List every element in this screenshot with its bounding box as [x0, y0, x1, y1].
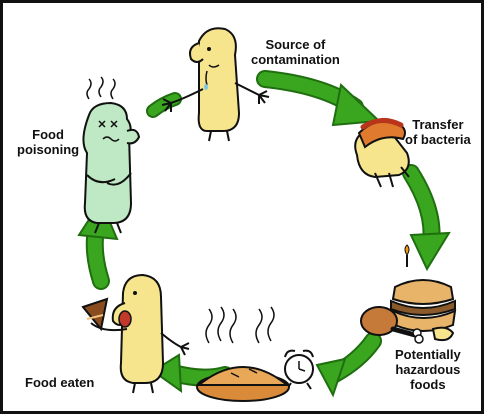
alarm-clock-icon [285, 351, 313, 389]
poisoning-label-line2: poisoning [17, 142, 79, 157]
source-label-line2: contamination [251, 52, 340, 67]
source-label-line1: Source of [251, 37, 340, 52]
arrow-source-to-transfer [265, 79, 379, 125]
eaten-label-line1: Food eaten [25, 375, 94, 390]
hotdog-hand-icon [355, 120, 409, 187]
potentially-hazardous-foods-label: Potentially hazardous foods [395, 347, 461, 392]
food-poisoning-label: Food poisoning [17, 127, 79, 157]
food-eaten-label: Food eaten [25, 375, 94, 390]
transfer-label-line2: of bacteria [405, 132, 471, 147]
hazardous-label-line2: hazardous [395, 362, 461, 377]
pie-icon [197, 307, 289, 401]
hazardous-label-line1: Potentially [395, 347, 461, 362]
arrow-hazardous-to-eaten [317, 341, 373, 395]
transfer-label-line1: Transfer [405, 117, 471, 132]
transfer-of-bacteria-label: Transfer of bacteria [405, 117, 471, 147]
arrow-transfer-to-hazardous [411, 173, 449, 269]
poisoning-label-line1: Food [17, 127, 79, 142]
sandwich-chicken-icon [361, 245, 455, 343]
hazardous-label-line3: foods [395, 377, 461, 392]
source-of-contamination-label: Source of contamination [251, 37, 340, 67]
sick-character-icon [83, 77, 139, 233]
